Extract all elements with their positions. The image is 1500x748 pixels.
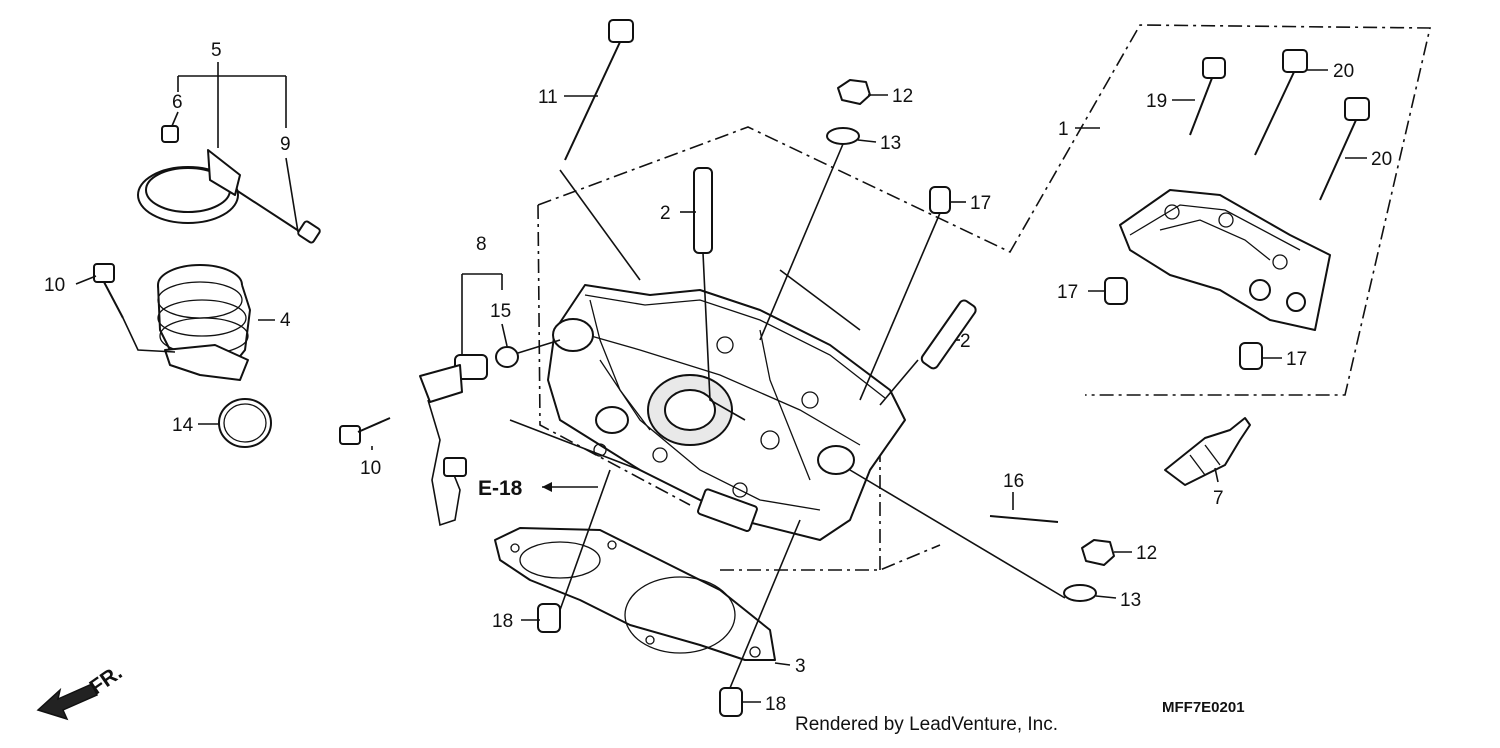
washer-13-bottom [1063, 584, 1097, 602]
dowel-17-left [1104, 277, 1128, 305]
callout-3: 3 [795, 656, 806, 677]
bolt-10-upper [93, 263, 124, 319]
callout-16: 16 [1003, 471, 1024, 492]
dowel-18-upper [537, 603, 561, 633]
leader-lines [75, 62, 1367, 703]
callout-18-upper: 18 [492, 611, 513, 632]
bolt-20-b [1319, 97, 1370, 201]
bolt-19 [1189, 57, 1226, 136]
diagram-code: MFF7E0201 [1162, 699, 1245, 716]
nut-12-top [837, 79, 871, 105]
assembly-boundaries [537, 24, 1432, 571]
front-direction-arrow [36, 683, 98, 721]
callout-17-left: 17 [1057, 282, 1078, 303]
callout-12-top: 12 [892, 86, 913, 107]
callout-13-bottom: 13 [1120, 590, 1141, 611]
dowel-17-top [929, 186, 951, 214]
callout-17-bottom: 17 [1286, 349, 1307, 370]
callout-6: 6 [172, 92, 183, 113]
callout-20-top: 20 [1333, 61, 1354, 82]
callout-2-left: 2 [660, 203, 671, 224]
head-gasket [494, 527, 776, 661]
washer-13-top [826, 127, 860, 145]
callout-7: 7 [1213, 488, 1224, 509]
bolt-10-lower [339, 417, 391, 445]
callout-1: 1 [1058, 119, 1069, 140]
spark-plug [1164, 417, 1251, 486]
washer-15 [495, 346, 519, 368]
intake-band [137, 125, 241, 224]
dowel-18-lower [719, 687, 743, 717]
cylinder-head [547, 284, 906, 541]
reference-e18: E-18 [478, 477, 523, 500]
reference-arrow [542, 482, 552, 492]
callout-17-top: 17 [970, 193, 991, 214]
callout-5: 5 [211, 40, 222, 61]
bolt-9 [235, 189, 321, 244]
intake-joint [157, 264, 251, 381]
dowel-17-bottom [1239, 342, 1263, 370]
callout-4: 4 [280, 310, 291, 331]
callout-19: 19 [1146, 91, 1167, 112]
callout-2-right: 2 [960, 331, 971, 352]
bolt-20-a [1254, 49, 1308, 156]
callout-10-lower: 10 [360, 458, 381, 479]
callout-14: 14 [172, 415, 194, 436]
rendered-by-credit: Rendered by LeadVenture, Inc. [795, 714, 1058, 735]
dowel-pin-2-left [693, 167, 713, 254]
o-ring-14 [218, 398, 272, 448]
bolt-11 [564, 19, 634, 161]
nut-12-bottom [1081, 539, 1115, 566]
callout-20-mid: 20 [1371, 149, 1392, 170]
stud-16 [989, 515, 1059, 523]
callout-9: 9 [280, 134, 291, 155]
camshaft-holder [1119, 189, 1331, 331]
callout-12-bottom: 12 [1136, 543, 1157, 564]
callout-13-top: 13 [880, 133, 901, 154]
callout-15: 15 [490, 301, 511, 322]
callout-10-upper: 10 [44, 275, 65, 296]
callout-8: 8 [476, 234, 487, 255]
callout-11: 11 [538, 87, 558, 108]
temperature-sensor [419, 354, 488, 527]
callout-labels: 5 6 9 10 4 14 10 8 15 11 2 12 13 17 2 1 … [44, 40, 1392, 715]
callout-18-lower: 18 [765, 694, 786, 715]
